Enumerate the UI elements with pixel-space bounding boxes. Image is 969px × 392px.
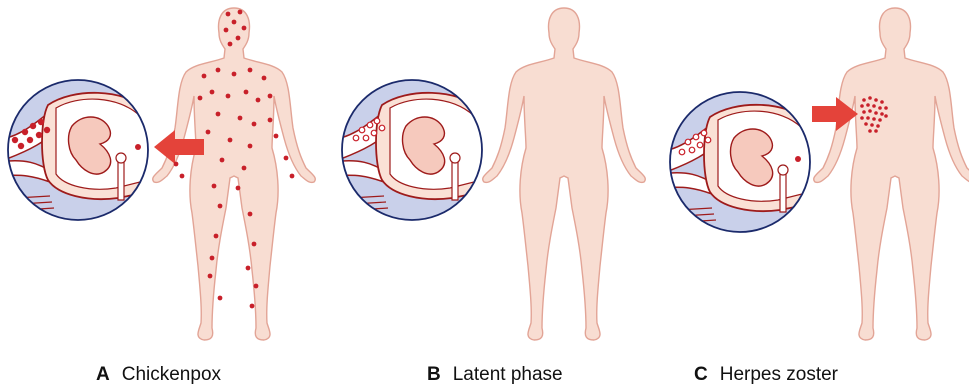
cord-dot-c (795, 156, 801, 162)
caption-letter-b: B (427, 364, 441, 385)
caption-chickenpox: A Chickenpox (96, 364, 221, 386)
caption-letter-a: A (96, 364, 110, 385)
caption-latent-phase: B Latent phase (427, 364, 563, 386)
caption-herpes-zoster: C Herpes zoster (694, 364, 838, 386)
panel-c (660, 8, 969, 340)
caption-label-c: Herpes zoster (720, 364, 838, 385)
caption-label-a: Chickenpox (122, 364, 221, 385)
body-figure-b (483, 8, 646, 340)
panel-b (332, 8, 645, 340)
body-figure-c (814, 8, 969, 340)
caption-letter-c: C (694, 364, 708, 385)
caption-label-b: Latent phase (453, 364, 563, 385)
panel-a (0, 8, 315, 340)
cord-dot-a (135, 144, 141, 150)
